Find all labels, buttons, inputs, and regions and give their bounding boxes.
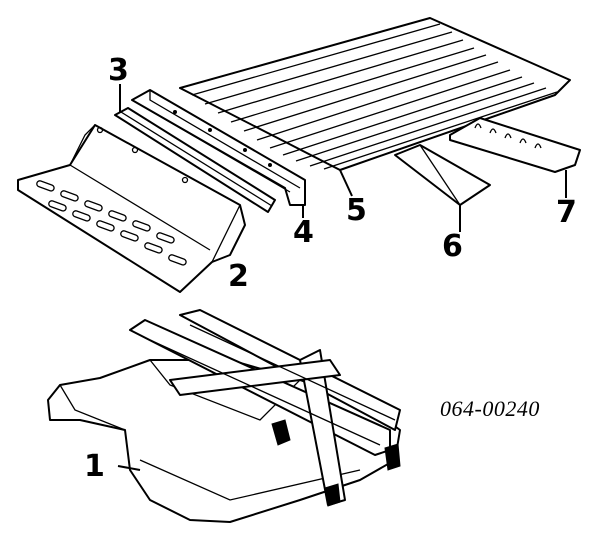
part-1-floor-pan-assembly	[47, 309, 401, 523]
part-2-front-floor-panel	[17, 124, 246, 293]
part-3-crossmember	[114, 84, 276, 213]
callout-2: 2	[228, 259, 249, 294]
part-7-side-reinforcement	[449, 117, 581, 198]
callout-7: 7	[556, 195, 577, 230]
callout-5: 5	[346, 193, 367, 228]
callout-1: 1	[84, 449, 105, 484]
callout-3: 3	[108, 53, 129, 88]
part-6-sill-panel	[394, 144, 491, 232]
part-4-rail-channel	[131, 89, 306, 218]
part-number-code: 064-00240	[440, 396, 540, 421]
callout-4: 4	[293, 215, 314, 250]
part-5-ribbed-bed-floor	[179, 17, 571, 197]
callout-6: 6	[442, 229, 463, 264]
